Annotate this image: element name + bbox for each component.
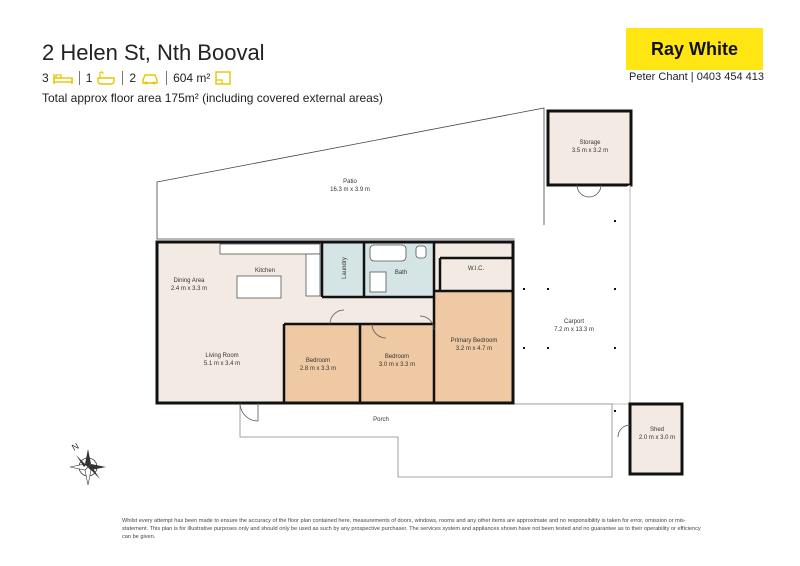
agent-contact: Peter Chant | 0403 454 413 — [629, 71, 764, 83]
property-stats: 3 1 2 604 m² — [42, 71, 234, 85]
beds-count: 3 — [42, 71, 49, 85]
floor-area-note: Total approx floor area 175m² (including… — [42, 91, 383, 105]
bath-icon — [97, 71, 116, 85]
bedroom-1-label: Bedroom — [306, 358, 330, 364]
porch-label: Porch — [373, 417, 389, 423]
shed-room — [628, 402, 684, 476]
compass-icon — [69, 449, 106, 486]
shower — [369, 271, 387, 293]
patio-label: Patio — [343, 179, 357, 185]
carport-label: Carport — [564, 319, 584, 325]
cars-count: 2 — [129, 71, 137, 85]
exterior-walls — [155, 240, 515, 405]
primary-bedroom-size: 3.2 m x 4.7 m — [456, 346, 492, 352]
bath-label: Bath — [395, 270, 407, 276]
land-size: 604 m² — [173, 71, 211, 85]
divider — [166, 71, 168, 85]
storage-label: Storage — [579, 140, 601, 146]
bedroom-2-size: 3.0 m x 3.3 m — [379, 362, 415, 368]
living-size: 5.1 m x 3.4 m — [204, 361, 240, 367]
porch-area — [239, 402, 613, 478]
bedroom-1-room — [284, 324, 360, 402]
kitchen-bench — [219, 243, 321, 255]
divider — [122, 71, 124, 85]
baths-count: 1 — [85, 71, 93, 85]
kitchen-label: Kitchen — [255, 268, 275, 274]
laundry-room — [322, 243, 364, 297]
interior-walls — [282, 242, 513, 402]
dining-size: 2.4 m x 3.3 m — [171, 286, 207, 292]
car-icon — [142, 74, 158, 85]
compass-north-label: N — [70, 441, 81, 453]
toilet — [415, 245, 427, 259]
bedroom-2-room — [360, 324, 434, 402]
patio-size: 16.3 m x 3.9 m — [330, 187, 370, 193]
kitchen-side-bench — [305, 253, 321, 297]
shed-label: Shed — [650, 427, 664, 433]
laundry-label: Laundry — [342, 257, 348, 279]
carport-size: 7.2 m x 13.3 m — [554, 327, 594, 333]
dining-label: Dining Area — [173, 278, 205, 284]
bedroom-2-label: Bedroom — [385, 354, 409, 360]
bedroom-1-size: 2.8 m x 3.3 m — [300, 366, 336, 372]
doors — [239, 184, 602, 422]
wic-label: W.I.C. — [468, 266, 485, 272]
disclaimer: Whilst every attempt has been made to en… — [122, 518, 701, 540]
property-title: 2 Helen St, Nth Booval — [42, 40, 265, 65]
primary-bedroom-label: Primary Bedroom — [451, 338, 498, 344]
shed-size: 2.0 m x 3.0 m — [639, 435, 675, 441]
divider — [78, 71, 80, 85]
bathtub — [369, 244, 407, 262]
storage-size: 3.5 m x 3.2 m — [572, 148, 608, 154]
patio-area — [156, 107, 545, 240]
bed-icon — [52, 74, 73, 84]
storage-room — [546, 109, 633, 187]
brand-logo: Ray White — [626, 28, 763, 70]
living-label: Living Room — [205, 353, 238, 359]
land-icon — [215, 71, 232, 85]
kitchen-island — [236, 275, 282, 299]
primary-bedroom-room — [434, 291, 513, 402]
